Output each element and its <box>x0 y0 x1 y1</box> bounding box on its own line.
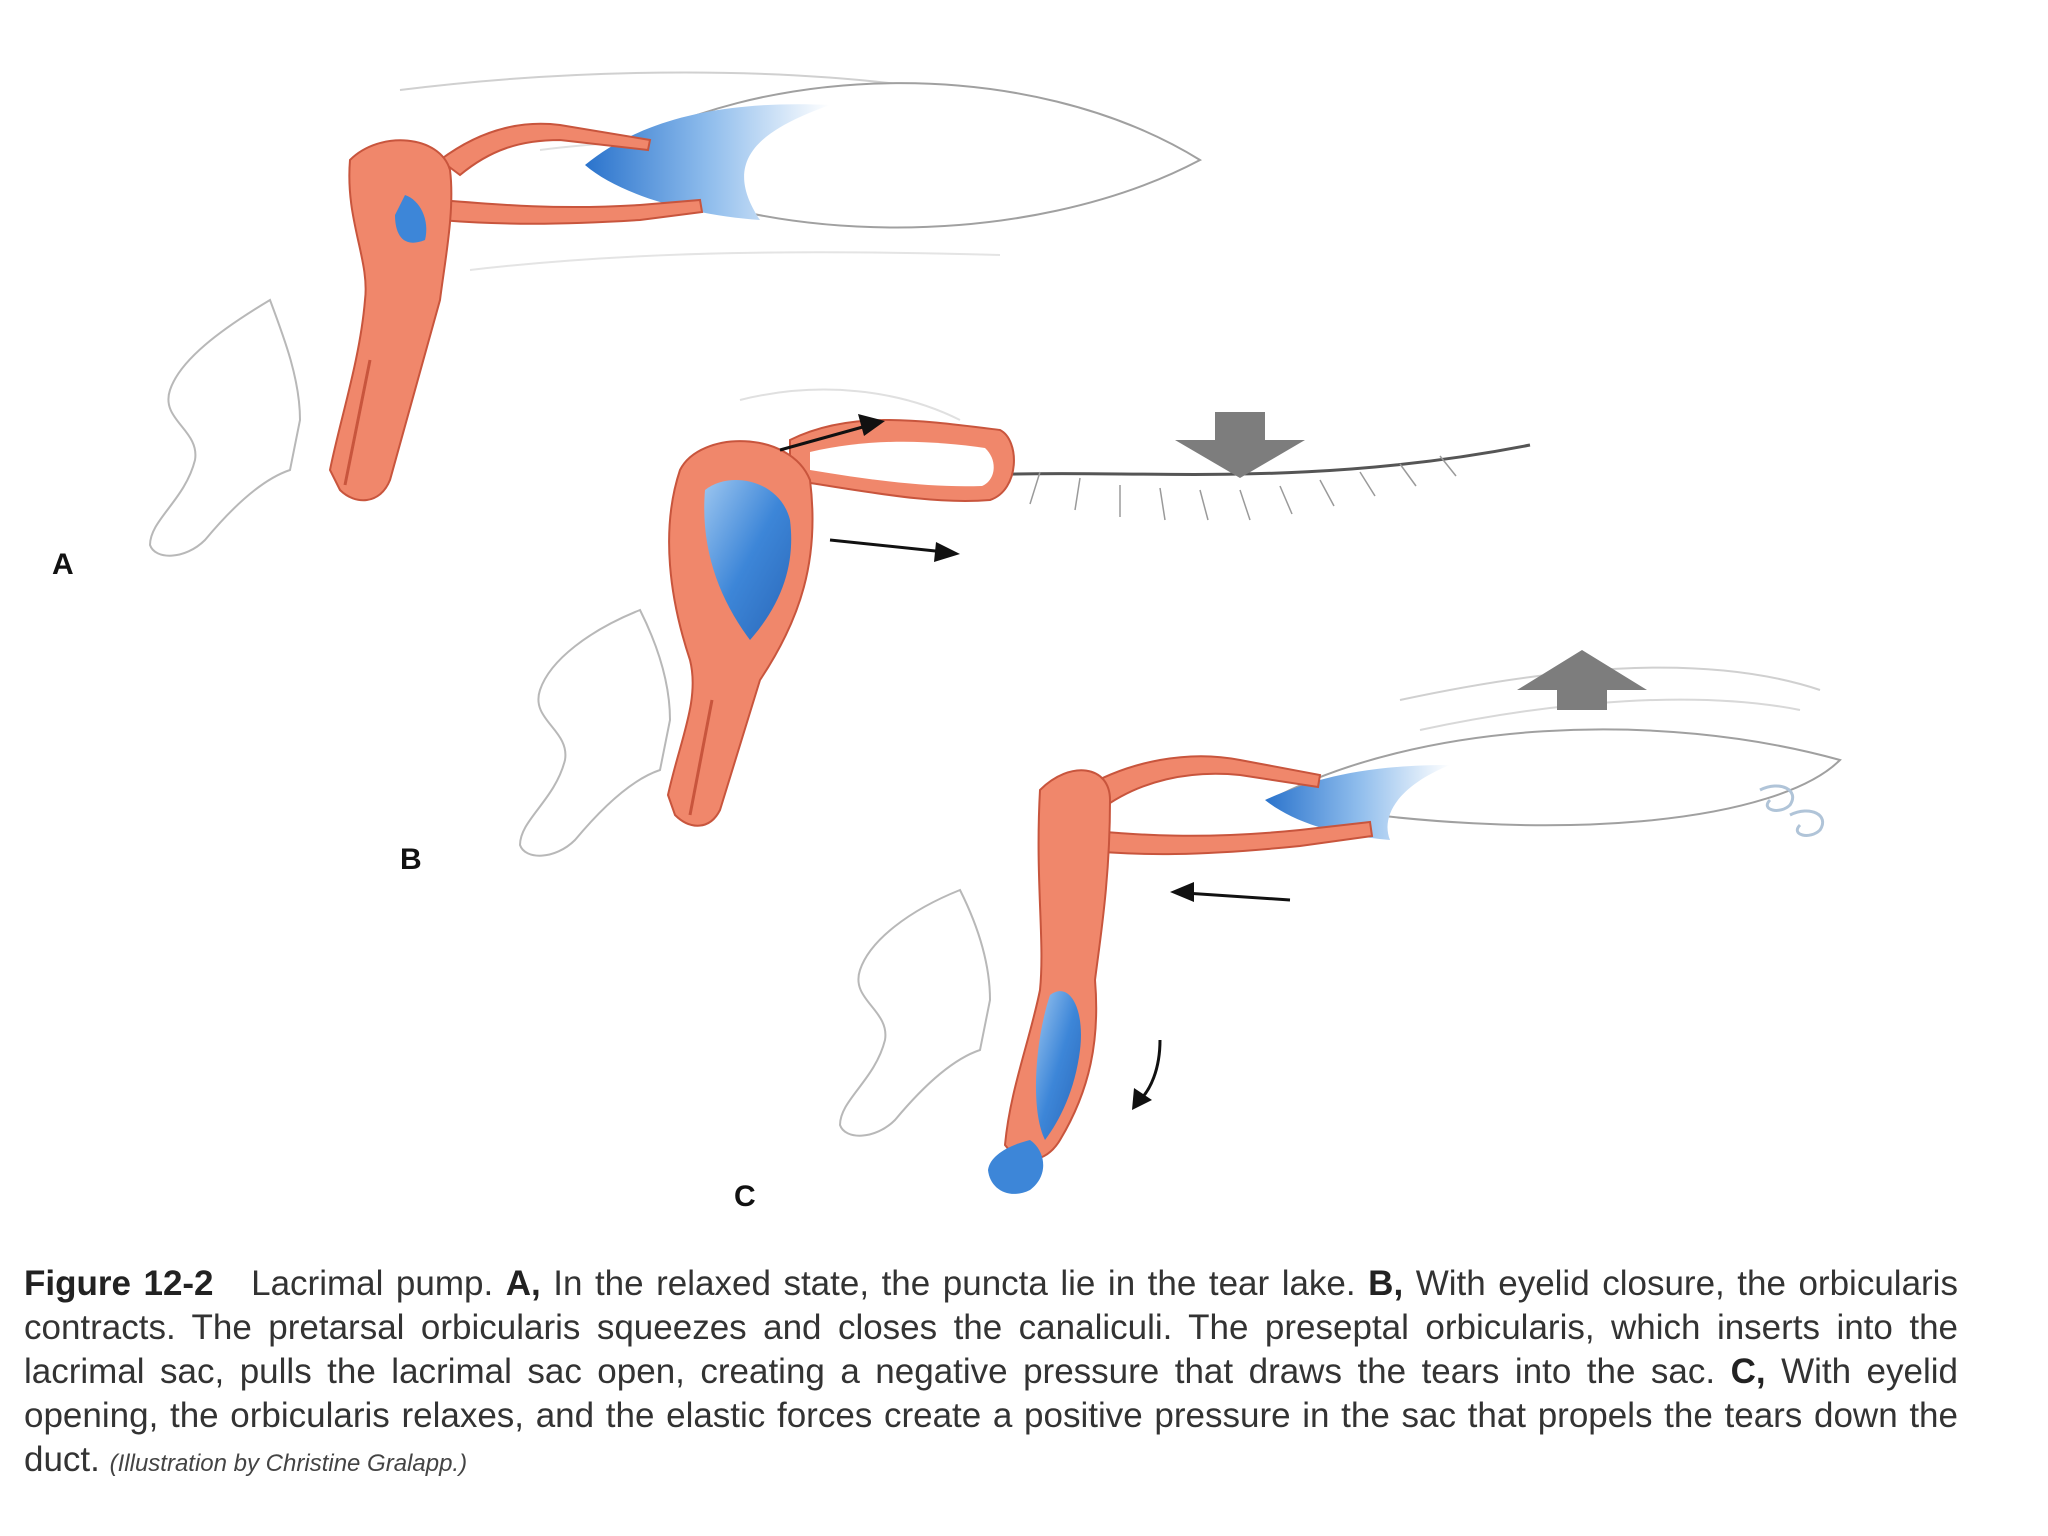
panel-a-lacrimal-sac <box>328 139 453 502</box>
panel-b-drawing <box>518 388 1531 857</box>
figure-caption: Figure 12-2 Lacrimal pump. A, In the rel… <box>24 1262 1958 1486</box>
caption-a-text: In the relaxed state, the puncta lie in … <box>553 1264 1356 1303</box>
lacrimal-pump-illustration <box>148 71 1842 1194</box>
panel-label-b: B <box>400 843 422 876</box>
caption-c-label: C, <box>1730 1352 1766 1391</box>
panel-c-lacrimal-sac <box>1003 769 1112 1161</box>
panel-c-eye <box>1266 728 1842 827</box>
panel-c-up-arrow <box>1517 650 1647 710</box>
panel-label-a: A <box>52 548 74 581</box>
panel-a-nasal-bone <box>148 298 302 557</box>
panel-c-nasal-bone <box>838 888 992 1137</box>
lacrimal-pump-figure: A B C <box>52 71 1842 1213</box>
caption-b-text: With eyelid closure, the orbicularis con… <box>24 1264 1958 1391</box>
panel-c-tear-drop <box>988 1140 1044 1194</box>
panel-a-tear-lake <box>585 104 830 220</box>
panel-label-c: C <box>734 1180 756 1213</box>
panel-b-down-arrow <box>1175 412 1305 478</box>
panel-b-nasal-bone <box>518 608 672 857</box>
caption-title: Lacrimal pump. <box>251 1264 494 1303</box>
panel-c-drawing <box>838 650 1842 1194</box>
illustration-credit: (Illustration by Christine Gralapp.) <box>109 1450 468 1477</box>
figure-number: Figure 12-2 <box>24 1264 214 1303</box>
caption-b-label: B, <box>1368 1264 1404 1303</box>
caption-a-label: A, <box>505 1264 541 1303</box>
caption-c-text: With eyelid opening, the orbicularis rel… <box>24 1352 1958 1479</box>
panel-a-drawing <box>148 71 1203 557</box>
